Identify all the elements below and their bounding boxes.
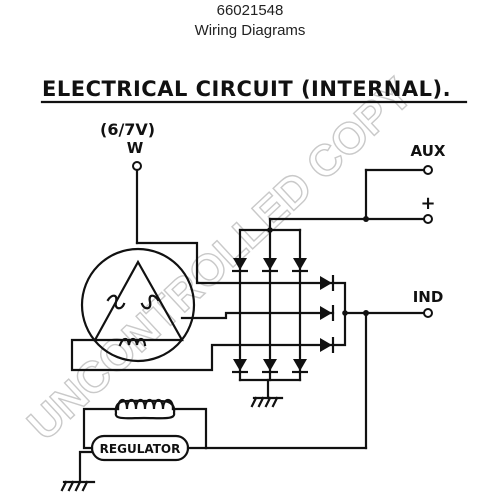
diode-positive-2 xyxy=(260,256,280,273)
aux-terminal xyxy=(423,165,433,175)
plus-terminal xyxy=(423,214,433,224)
ind-terminal-label: IND xyxy=(413,288,444,306)
page-subtitle: Wiring Diagrams xyxy=(194,22,306,39)
diode-negative-1 xyxy=(230,357,250,374)
diode-negative-3 xyxy=(290,357,310,374)
watermark: UNCONTROLLED COPY xyxy=(18,69,421,450)
stator-winding xyxy=(80,247,196,363)
ground-symbol xyxy=(250,396,284,408)
diode-ind-2 xyxy=(318,303,335,323)
part-number: 66021548 xyxy=(216,2,284,19)
w-terminal xyxy=(132,161,142,171)
w-terminal-label: W xyxy=(127,139,144,157)
diagram-title: ELECTRICAL CIRCUIT (INTERNAL). xyxy=(42,77,451,101)
regulator-label: REGULATOR xyxy=(100,442,181,456)
aux-terminal-label: AUX xyxy=(411,142,446,160)
diode-negative-2 xyxy=(260,357,280,374)
diode-ind-1 xyxy=(318,273,335,293)
ground-symbol-regulator xyxy=(60,480,96,492)
plus-terminal-label: + xyxy=(420,193,435,214)
rotor-field-coil xyxy=(114,398,176,420)
diode-ind-3 xyxy=(318,335,335,355)
ind-terminal xyxy=(423,308,433,318)
w-voltage-label: (6/7V) xyxy=(100,120,155,139)
diode-positive-3 xyxy=(290,256,310,273)
